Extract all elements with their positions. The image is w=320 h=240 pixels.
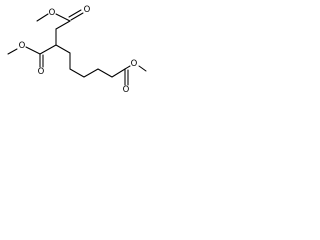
atom-o-top-carbonyl: O: [84, 5, 91, 15]
bond-chain-1: [55, 44, 71, 54]
bond-chain-4: [83, 68, 99, 78]
atom-o-left-ether: O: [19, 41, 26, 51]
bond-top-methyl-o: [36, 13, 49, 22]
bond-left-carbonyl-ch: [39, 44, 57, 55]
atom-layer: O O O O O O: [19, 5, 138, 95]
atom-o-right-carbonyl: O: [123, 85, 130, 95]
bond-right-o-methyl: [138, 65, 147, 72]
bond-chain-3: [69, 68, 85, 78]
bond-left-methyl-o: [7, 48, 18, 55]
bond-top-c-double-o-2: [68, 9, 82, 18]
atom-o-left-carbonyl: O: [38, 67, 45, 77]
bond-right-carbonyl-o: [124, 65, 131, 70]
atom-o-right-ether: O: [131, 59, 138, 69]
bond-chain-5: [97, 68, 113, 78]
bond-layer: [7, 9, 147, 86]
atom-o-top-ether: O: [49, 8, 56, 18]
bond-top-o-carbonyl-c: [55, 13, 71, 22]
molecule-structure: O O O O O O: [7, 5, 147, 95]
bond-top-c-double-o: [70, 12, 84, 21]
bond-top-carbonyl-ch2: [55, 20, 71, 30]
bond-left-o-carbonyl-c: [25, 46, 41, 55]
bond-chain-6: [111, 68, 126, 78]
